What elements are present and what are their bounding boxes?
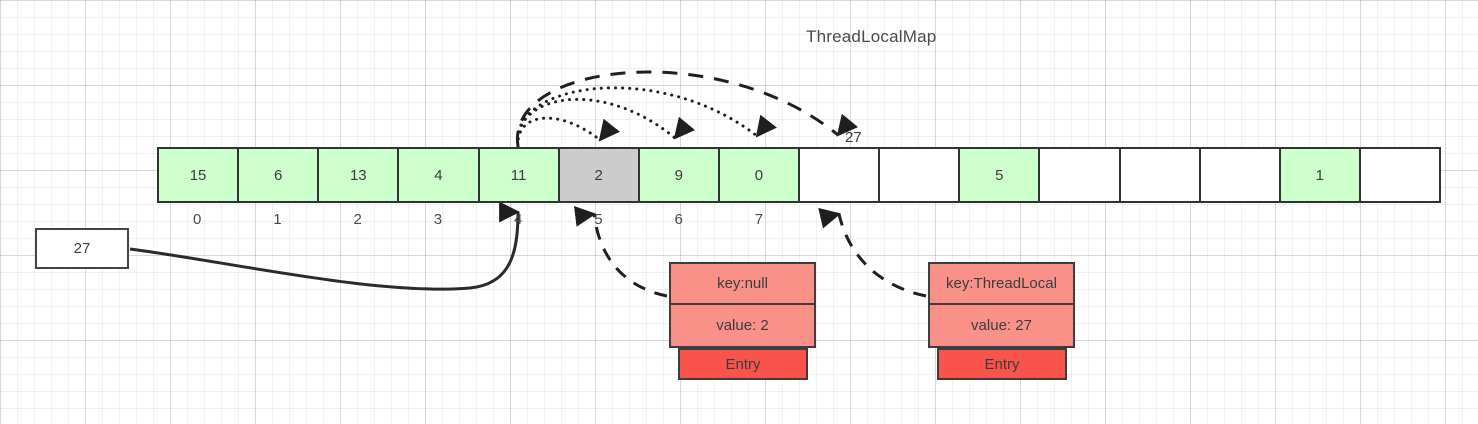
insert-arc-4-to-8 [516, 70, 859, 147]
array-cell-4[interactable]: 11 [479, 149, 560, 201]
array-cell-12[interactable] [1120, 149, 1201, 201]
array-cell-6[interactable]: 9 [639, 149, 720, 201]
array-cell-value: 2 [594, 166, 603, 184]
entry-stale-value: value: 2 [716, 317, 769, 334]
entry-stale[interactable]: key:null value: 2 Entry [669, 262, 816, 380]
source-link-27-to-index4 [129, 201, 521, 291]
array-cell-value: 11 [510, 166, 527, 184]
array-cell-11[interactable] [1040, 149, 1121, 201]
array-cell-value: 9 [674, 166, 683, 184]
source-value-node[interactable]: 27 [35, 228, 129, 269]
entry-new-body: key:ThreadLocal value: 27 [928, 262, 1075, 348]
array-index-label-7: 7 [754, 211, 764, 228]
source-value-text: 27 [73, 240, 91, 257]
array-cell-13[interactable] [1200, 149, 1281, 201]
array-index-label-6: 6 [674, 211, 683, 228]
array-index-label-1: 1 [273, 211, 282, 228]
entry-new-key: key:ThreadLocal [930, 264, 1073, 305]
array-cell-value: 4 [434, 166, 443, 184]
array-cell-3[interactable]: 4 [399, 149, 480, 201]
array-index-label-2: 2 [353, 211, 362, 228]
probe-arc-4-to-5 [516, 116, 621, 148]
array-cell-value: 0 [754, 166, 764, 184]
diagram-title: ThreadLocalMap [806, 27, 937, 46]
entry-stale-link-to-index5 [573, 205, 668, 298]
hash-table-array: 15 6 13 4 11 2 9 0 5 1 [157, 147, 1441, 203]
array-index-label-3: 3 [433, 211, 443, 228]
array-cell-9[interactable] [880, 149, 961, 201]
array-cell-value: 6 [274, 166, 283, 184]
array-cell-15[interactable] [1360, 149, 1439, 201]
array-cell-14[interactable]: 1 [1280, 149, 1361, 201]
array-index-label-5: 5 [594, 211, 603, 228]
array-cell-0[interactable]: 15 [159, 149, 240, 201]
array-cell-value: 15 [189, 166, 207, 184]
entry-new-label: Entry [937, 348, 1067, 380]
array-cell-value: 5 [995, 166, 1004, 184]
array-cell-5[interactable]: 2 [559, 149, 640, 201]
probe-arc-4-to-7 [516, 86, 777, 148]
array-cell-1[interactable]: 6 [239, 149, 320, 201]
array-index-label-4: 4 [513, 211, 523, 228]
array-cell-2[interactable]: 13 [319, 149, 400, 201]
insert-value-label: 27 [845, 129, 862, 146]
array-cell-8[interactable] [800, 149, 881, 201]
entry-new[interactable]: key:ThreadLocal value: 27 Entry [928, 262, 1075, 380]
array-cell-value: 13 [349, 166, 367, 184]
array-index-row: 0 1 2 3 4 5 6 7 [157, 211, 1441, 233]
probe-arc-4-to-6 [516, 97, 696, 148]
array-cell-10[interactable]: 5 [960, 149, 1041, 201]
array-cell-value: 1 [1315, 166, 1324, 184]
entry-stale-body: key:null value: 2 [669, 262, 816, 348]
entry-stale-label: Entry [678, 348, 808, 380]
array-cell-7[interactable]: 0 [719, 149, 800, 201]
entry-stale-key: key:null [671, 264, 814, 305]
entry-new-value: value: 27 [971, 317, 1032, 334]
array-index-label-0: 0 [192, 211, 202, 228]
